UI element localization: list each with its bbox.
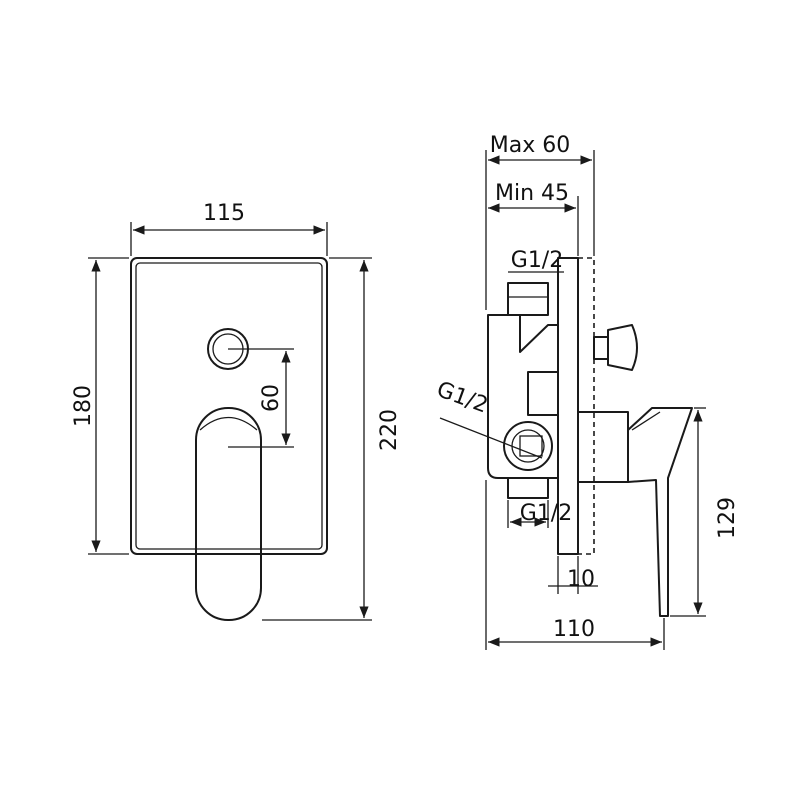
cover-plate bbox=[130, 257, 328, 555]
label-thread-side: G1/2 bbox=[433, 377, 491, 418]
cover-plate-inner bbox=[135, 262, 323, 550]
side-cover-plate bbox=[557, 257, 579, 555]
diverter-stem bbox=[593, 336, 609, 360]
top-connection bbox=[507, 282, 549, 316]
mixer-handle-top bbox=[199, 417, 258, 431]
side-view: Max 60 Min 45 G1/2 G1/2 G1/2 10 110 129 bbox=[433, 133, 740, 650]
dim-plate-height: 180 bbox=[71, 385, 96, 427]
bottom-connection bbox=[507, 477, 549, 499]
max-depth-plate bbox=[577, 257, 595, 555]
front-view: 115 180 220 60 bbox=[71, 201, 402, 621]
dim-total-height: 220 bbox=[377, 409, 402, 451]
dim-min-depth: Min 45 bbox=[495, 181, 569, 206]
dim-plate-width: 115 bbox=[203, 201, 245, 226]
dim-plate-thickness: 10 bbox=[567, 567, 595, 592]
dim-total-depth: 110 bbox=[553, 617, 595, 642]
dim-handle-height: 129 bbox=[715, 497, 740, 539]
handle-cartridge bbox=[577, 411, 629, 483]
label-thread-bottom: G1/2 bbox=[520, 501, 572, 526]
diverter-knob bbox=[607, 324, 638, 371]
dim-max-depth: Max 60 bbox=[490, 133, 570, 158]
label-thread-top: G1/2 bbox=[511, 248, 563, 273]
side-connection bbox=[503, 421, 553, 471]
valve-body bbox=[487, 314, 559, 479]
mixer-handle bbox=[195, 407, 262, 621]
side-handle bbox=[627, 407, 693, 617]
dim-button-offset: 60 bbox=[259, 384, 284, 412]
